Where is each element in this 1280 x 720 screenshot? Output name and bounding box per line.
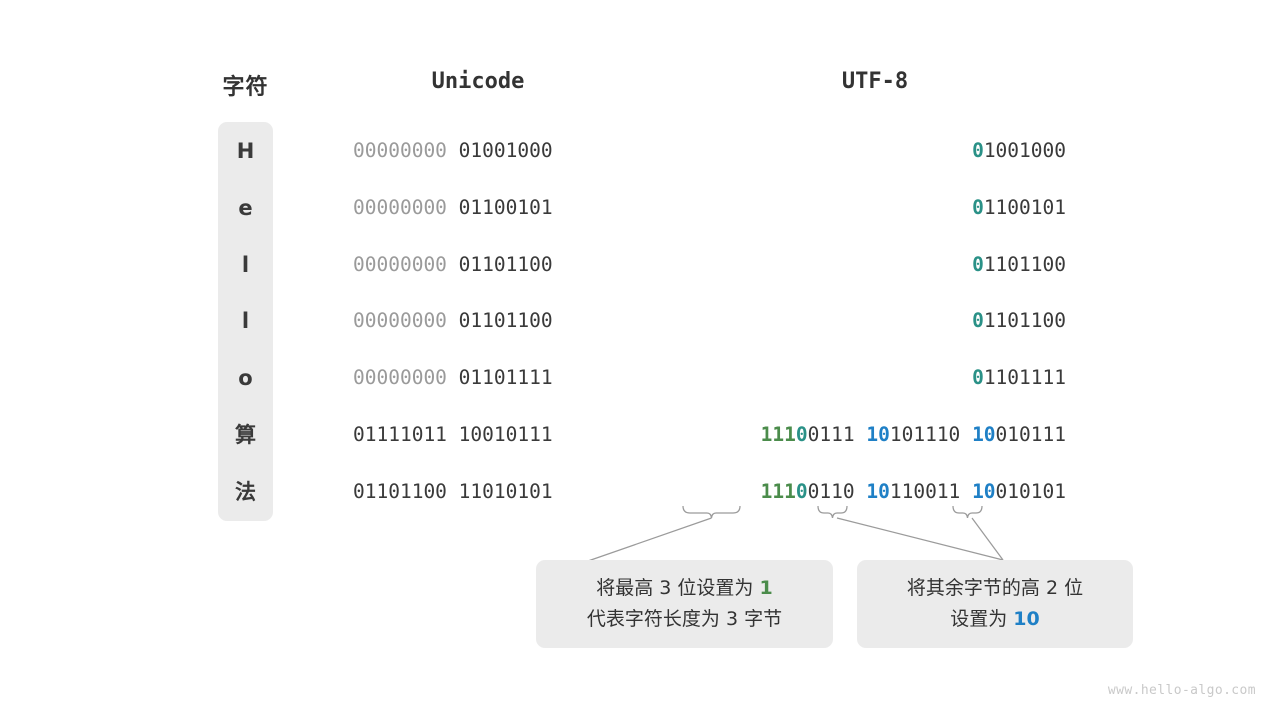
utf8-byte-marker-terminator: 0 [795,479,808,503]
unicode-low-byte: 10010111 [458,423,553,446]
unicode-binary-row: 01111011 10010111 [353,422,613,448]
callout-left-highlight: 1 [759,577,773,599]
utf8-byte: 10010101 [972,480,1066,503]
utf8-byte-marker: 0 [972,366,984,390]
utf8-byte: 10010111 [972,423,1066,446]
utf8-byte-marker-terminator: 0 [795,423,808,446]
column-header-utf8: UTF-8 [841,69,909,94]
utf8-byte-payload: 0111 [807,423,855,446]
character-cell: 算 [235,423,256,447]
leader-line-mid [836,517,1004,561]
callout-continuation-bits: 将其余字节的高 2 位 设置为 10 [857,560,1133,648]
column-header-character: 字符 [222,75,269,100]
utf8-byte: 01101111 [972,366,1066,389]
unicode-binary-row: 00000000 01101100 [353,308,613,334]
character-cell: l [241,309,250,334]
utf8-byte-payload: 1100101 [983,195,1066,219]
unicode-high-byte: 00000000 [353,366,459,390]
callout-right-highlight: 10 [1013,608,1040,630]
brace-leading-bits [682,505,741,519]
column-header-unicode: Unicode [431,69,525,94]
callout-left-line-1: 将最高 3 位设置为 1 [596,573,772,604]
utf8-byte: 11100110 [761,480,855,503]
unicode-low-byte: 11010101 [458,479,553,503]
unicode-low-byte: 01001000 [458,139,553,162]
character-cell: e [238,195,253,220]
utf8-byte: 11100111 [761,423,855,446]
utf8-byte-marker: 111 [760,479,796,503]
unicode-high-byte: 00000000 [353,309,459,333]
character-cell: H [236,139,255,163]
utf8-byte-marker: 10 [866,423,890,446]
utf8-binary-row: 01101111 [620,365,1066,391]
unicode-binary-row: 00000000 01001000 [353,138,613,164]
utf8-byte-marker: 0 [972,195,984,219]
callout-leading-bits: 将最高 3 位设置为 1 代表字符长度为 3 字节 [536,560,833,648]
unicode-high-byte: 01111011 [353,423,459,446]
utf8-binary-row: 01001000 [620,138,1066,164]
watermark: www.hello-algo.com [1107,683,1256,698]
callout-left-line-1-text: 将最高 3 位设置为 [596,577,760,599]
utf8-binary-row: 01100101 [620,195,1066,221]
leader-line-left [587,517,712,562]
character-cell: 法 [235,479,256,504]
utf8-byte-payload: 0110 [807,479,855,503]
utf8-byte: 10101110 [866,423,960,446]
unicode-high-byte: 01101100 [353,479,459,503]
unicode-high-byte: 00000000 [353,252,459,276]
brace-continuation-1 [817,505,848,519]
utf8-byte-separator [960,423,972,446]
unicode-binary-row: 00000000 01101100 [353,252,613,278]
utf8-byte-separator [855,480,867,503]
utf8-byte-marker: 0 [972,252,984,276]
leader-line-right [971,517,1004,561]
unicode-high-byte: 00000000 [353,139,459,162]
unicode-low-byte: 01100101 [458,195,553,219]
unicode-binary-row: 01101100 11010101 [353,479,613,505]
callout-right-line-2-text: 设置为 [950,608,1014,630]
utf8-byte-payload: 1101100 [983,309,1066,333]
utf8-byte-payload: 010101 [995,479,1066,503]
unicode-binary-row: 00000000 01100101 [353,195,613,221]
utf8-byte-marker: 111 [760,423,796,446]
utf8-byte-payload: 110011 [889,479,961,503]
unicode-low-byte: 01101111 [458,366,553,390]
utf8-byte-marker: 10 [972,423,996,446]
callout-right-line-2: 设置为 10 [950,604,1040,635]
utf8-byte-payload: 1101111 [983,366,1066,390]
utf8-byte: 01001000 [972,139,1066,162]
utf8-byte-marker: 0 [972,309,984,333]
utf8-byte-separator [960,480,972,503]
brace-continuation-2 [952,505,983,519]
utf8-byte: 01101100 [972,309,1066,332]
unicode-low-byte: 01101100 [458,252,553,276]
utf8-byte: 10110011 [866,480,960,503]
utf8-binary-row: 01101100 [620,308,1066,334]
unicode-high-byte: 00000000 [353,195,459,219]
callout-left-line-2: 代表字符长度为 3 字节 [586,608,783,630]
utf8-byte: 01101100 [972,253,1066,276]
utf8-byte-payload: 010111 [995,423,1066,446]
unicode-binary-row: 00000000 01101111 [353,365,613,391]
utf8-byte-marker: 10 [972,479,996,503]
utf8-binary-row: 11100110 10110011 10010101 [620,479,1066,505]
utf8-byte-separator [855,423,867,446]
utf8-byte-payload: 1001000 [983,139,1066,162]
utf8-binary-row: 11100111 10101110 10010111 [620,422,1066,448]
utf8-byte-marker: 10 [866,479,890,503]
utf8-byte-payload: 101110 [889,423,961,446]
callout-right-line-1: 将其余字节的高 2 位 [906,577,1084,599]
utf8-binary-row: 01101100 [620,252,1066,278]
utf8-byte-marker: 0 [972,139,984,162]
character-cell: l [241,252,250,277]
utf8-byte-payload: 1101100 [983,252,1066,276]
unicode-low-byte: 01101100 [458,309,553,333]
utf8-byte: 01100101 [972,196,1066,219]
character-cell: o [238,366,253,391]
